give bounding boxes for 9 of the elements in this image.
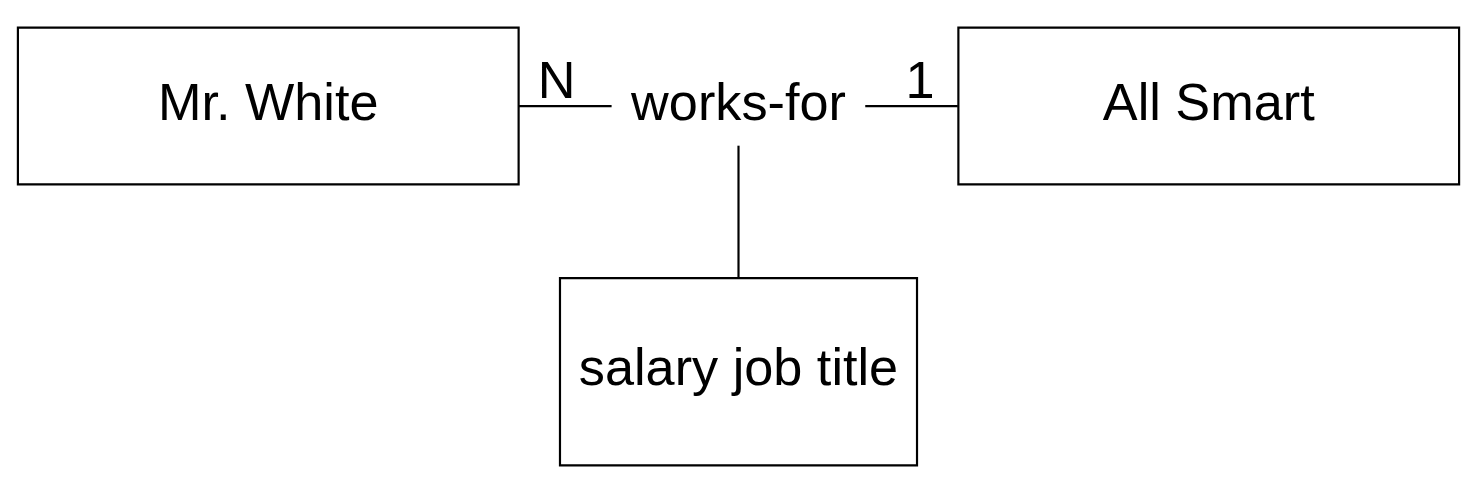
node-text: works-for — [631, 72, 846, 131]
node-box: Mr. White — [16, 26, 520, 186]
connector — [737, 145, 740, 278]
node-box: All Smart — [957, 26, 1461, 186]
connector — [519, 105, 612, 108]
connector — [865, 105, 958, 108]
label: 1 — [905, 50, 935, 109]
label: N — [537, 50, 576, 109]
node-box: salary job title — [558, 277, 919, 467]
